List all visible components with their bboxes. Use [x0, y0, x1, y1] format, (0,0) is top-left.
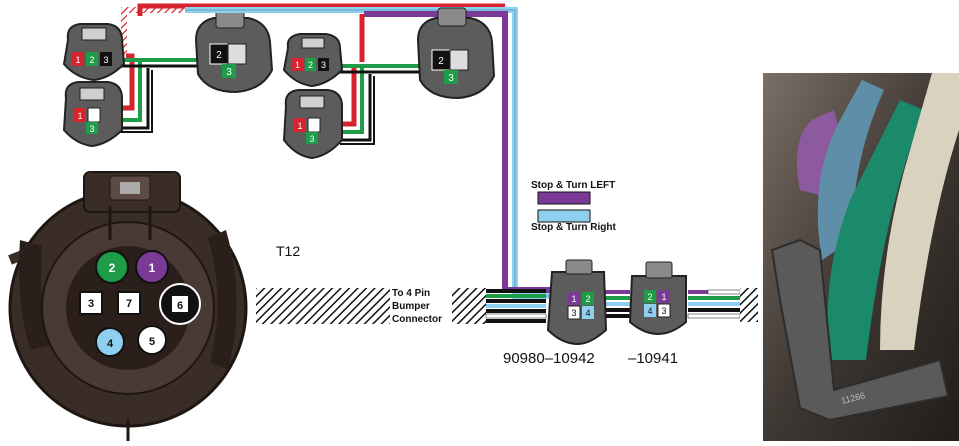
photo-wire-blue	[817, 80, 884, 260]
lamp-plug-4: 1 2 3	[282, 33, 344, 88]
pin-4-cavity	[95, 327, 125, 357]
wire-red-top	[137, 3, 505, 16]
harness-bundle-mid	[452, 288, 486, 324]
to-4pin-line-2: Bumper	[392, 301, 430, 312]
part-number-10942: 90980–10942	[503, 350, 595, 367]
lamp-plug-1: 1 2 3	[62, 23, 126, 82]
c10941-pin-1: 1	[661, 292, 666, 302]
to-4pin-line-1: To 4 Pin	[392, 288, 430, 299]
legend-left-label: Stop & Turn LEFT	[531, 180, 615, 191]
round-pin-3: 3	[88, 298, 94, 310]
lamp-plug-4-pin-b: 2	[308, 60, 313, 70]
lamp-plug-5-pin-a: 2	[438, 56, 444, 67]
lamp-harness-left: 1 2 3 2 3 1 3	[62, 7, 274, 148]
legend-right-label: Stop & Turn Right	[531, 222, 616, 233]
wire-black-branch-2	[120, 70, 153, 133]
round-pin-4: 4	[107, 338, 114, 350]
lamp-plug-1-pin-b: 2	[89, 55, 94, 65]
to-4pin-line-3: Connector	[392, 314, 442, 325]
lamp-plug-6-pin-a: 1	[297, 121, 302, 131]
connector-10941: 2 1 4 3	[628, 261, 687, 336]
pin-5-cavity	[137, 325, 167, 355]
c10942-pin-2: 2	[585, 294, 590, 304]
lamp-plug-2-pin-b: 3	[226, 67, 232, 78]
wire-red-branch	[340, 64, 357, 127]
wire-red	[120, 53, 135, 111]
wire-black-branch-4	[340, 76, 375, 145]
c10942-pin-4: 4	[585, 308, 590, 318]
to-4pin-label: To 4 Pin Bumper Connector	[392, 288, 442, 325]
c10942-pin-3: 3	[571, 308, 576, 318]
c10941-pin-4: 4	[647, 306, 652, 316]
main-harness	[256, 288, 758, 324]
connector-10942: 1 2 3 4	[546, 259, 608, 346]
lamp-plug-3-pin-a: 1	[77, 111, 82, 121]
lamp-plug-3-pin-b: 3	[89, 124, 94, 134]
lamp-plug-4-pin-c: 3	[321, 60, 326, 70]
wire-red-white-stripe	[121, 7, 185, 60]
round-pin-1: 2	[109, 261, 116, 275]
legend-right-swatch	[537, 209, 591, 223]
photo-wire-white	[880, 73, 959, 350]
c10942-pin-1: 1	[571, 294, 576, 304]
harness-bundle-left	[256, 288, 390, 324]
legend-left-swatch	[537, 191, 591, 205]
lamp-plug-2: 2 3	[194, 9, 274, 94]
connector-photo: 11266	[763, 73, 959, 441]
round-pin-6: 6	[177, 300, 183, 312]
lamp-plug-6: 1 3	[282, 89, 343, 160]
photo-connector-housing	[770, 238, 950, 422]
lamp-plug-1-pin-c: 3	[103, 55, 108, 65]
pin-7-cavity	[117, 291, 141, 315]
pin-3-cavity	[79, 291, 103, 315]
c10941-pin-3: 3	[661, 306, 666, 316]
round-pin-5: 5	[149, 336, 155, 348]
part-number-10941: –10941	[628, 350, 678, 367]
photo-wire-green	[827, 100, 924, 360]
legend: Stop & Turn LEFT Stop & Turn Right	[531, 180, 616, 233]
lamp-plug-5: 2 3	[416, 7, 496, 100]
round-pin-2: 1	[149, 261, 156, 275]
t12-label: T12	[276, 243, 300, 259]
c10941-pin-2: 2	[647, 292, 652, 302]
lamp-harness-right: 1 2 3 2 3 1 3	[137, 3, 560, 299]
wire-black-branch-3	[340, 74, 372, 142]
wire-green-branch-2	[340, 68, 364, 134]
lamp-plug-3: 1 3	[62, 81, 123, 148]
lamp-plug-1-pin-a: 1	[75, 55, 80, 65]
lamp-plug-2-pin-a: 2	[216, 50, 222, 61]
pin-2-cavity	[135, 250, 169, 284]
lamp-plug-5-pin-b: 3	[448, 73, 454, 84]
round-pin-7: 7	[126, 298, 132, 310]
round-trailer-connector: 2 1 3 7 6 4 5	[8, 171, 248, 441]
wire-green-branch	[120, 62, 142, 122]
pin-1-cavity	[95, 250, 129, 284]
lamp-plug-6-pin-b: 3	[309, 134, 314, 144]
lamp-plug-4-pin-a: 1	[295, 60, 300, 70]
wire-black-branch	[120, 68, 150, 130]
